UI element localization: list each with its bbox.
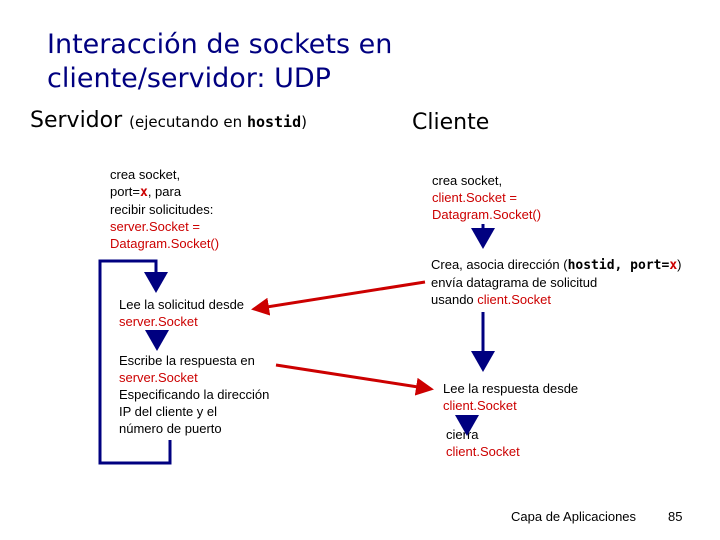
server-create-line2: port=x, para bbox=[110, 183, 219, 201]
server-label: Servidor bbox=[30, 108, 123, 133]
client-step-read: Lee la respuesta desde client.Socket bbox=[443, 380, 578, 414]
title-line-2: cliente/servidor: UDP bbox=[47, 63, 331, 94]
server-create-port: port= bbox=[110, 184, 140, 199]
page-title: Interacción de sockets en cliente/servid… bbox=[47, 28, 392, 96]
server-subtitle-prefix: (ejecutando en bbox=[129, 113, 247, 131]
page-number: 85 bbox=[668, 509, 683, 524]
client-send-line2: envía datagrama de solicitud bbox=[431, 275, 598, 290]
client-send-close-paren: ) bbox=[677, 257, 682, 272]
client-header: Cliente bbox=[412, 110, 490, 135]
server-step-write: Escribe la respuesta en server.Socket Es… bbox=[119, 352, 269, 437]
server-create-para: , para bbox=[147, 184, 182, 199]
footer-label: Capa de Aplicaciones bbox=[511, 509, 637, 524]
server-create-x: x bbox=[140, 185, 148, 200]
server-create-line5: Datagram.Socket() bbox=[110, 236, 220, 251]
client-send-port: , port= bbox=[614, 258, 670, 273]
client-create-line1: crea socket, bbox=[432, 173, 503, 188]
server-step-create: crea socket, port=x, para recibir solici… bbox=[110, 166, 219, 252]
client-step-send: Crea, asocia dirección (hostid, port=x) … bbox=[431, 256, 682, 308]
response-arrow bbox=[275, 363, 434, 396]
title-line-1: Interacción de sockets en bbox=[47, 29, 393, 60]
client-read-line2: client.Socket bbox=[443, 398, 517, 413]
server-step-read: Lee la solicitud desde server.Socket bbox=[119, 296, 244, 330]
server-write-line1: Escribe la respuesta en bbox=[119, 353, 255, 368]
server-subtitle: (ejecutando en hostid) bbox=[129, 113, 307, 131]
client-send-line3: usando client.Socket bbox=[431, 291, 682, 308]
server-write-line2: server.Socket bbox=[119, 370, 198, 385]
server-write-line4: IP del cliente y el bbox=[119, 404, 218, 419]
client-send-line1: Crea, asocia dirección (hostid, port=x) bbox=[431, 256, 682, 274]
client-step-create: crea socket, client.Socket = Datagram.So… bbox=[432, 172, 541, 223]
client-send-usando: usando bbox=[431, 292, 478, 307]
client-send-hostid: hostid bbox=[567, 258, 615, 273]
server-hostid: hostid bbox=[246, 113, 302, 131]
server-header: Servidor (ejecutando en hostid) bbox=[30, 108, 307, 133]
request-arrow bbox=[251, 280, 426, 316]
server-write-line5: número de puerto bbox=[119, 421, 222, 436]
client-send-x: x bbox=[669, 258, 678, 273]
client-create-line2: client.Socket = bbox=[432, 190, 517, 205]
server-write-line3: Especificando la dirección bbox=[119, 387, 270, 402]
server-loop-arrow bbox=[98, 259, 172, 465]
server-create-line3: recibir solicitudes: bbox=[110, 202, 214, 217]
client-read-line1: Lee la respuesta desde bbox=[443, 381, 579, 396]
server-read-line2: server.Socket bbox=[119, 314, 198, 329]
server-create-line1: crea socket, bbox=[110, 167, 181, 182]
client-send-prefix: Crea, asocia dirección ( bbox=[431, 257, 568, 272]
client-create-line3: Datagram.Socket() bbox=[432, 207, 542, 222]
server-create-line4: server.Socket = bbox=[110, 219, 200, 234]
client-close-line2: client.Socket bbox=[446, 444, 520, 459]
client-send-socket: client.Socket bbox=[477, 292, 551, 307]
server-read-line1: Lee la solicitud desde bbox=[119, 297, 245, 312]
server-subtitle-suffix: ) bbox=[301, 113, 307, 131]
